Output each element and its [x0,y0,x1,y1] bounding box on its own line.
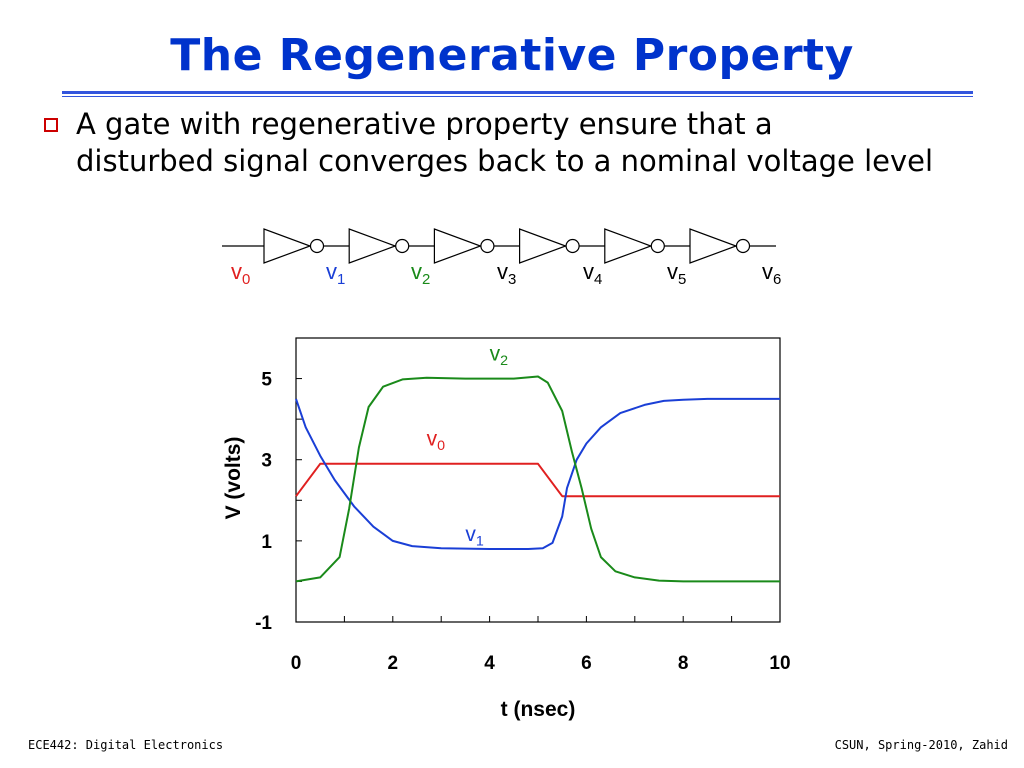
x-tick-label: 6 [581,653,592,674]
series-label-v2: v2 [490,342,509,369]
x-tick-label: 2 [388,653,399,674]
inverter-bubble-3 [480,238,495,254]
series-label-v0: v0 [427,428,446,455]
x-tick-label: 10 [769,653,790,674]
series-line-v1 [295,397,780,550]
x-tick-label: 0 [291,653,302,674]
bullet-line-2: disturbed signal converges back to a nom… [76,144,934,178]
node-label-v4: v4 [583,259,602,288]
inverter-bubble-5 [650,238,665,254]
y-axis-title: V (volts) [222,437,245,520]
title-underline [62,91,973,94]
x-axis-title: t (nsec) [501,698,576,721]
bullet-text: A gate with regenerative property ensure… [76,106,1006,180]
series-line-v2 [295,375,780,583]
node-label-v6: v6 [762,259,781,288]
footer-credit: CSUN, Spring-2010, Zahid [834,738,1008,752]
plot-frame [295,337,781,623]
y-tick-label: 1 [261,532,272,553]
bullet-line-1: A gate with regenerative property ensure… [76,107,773,141]
inverter-bubble-6 [735,238,751,254]
node-label-v0: v0 [231,259,250,288]
inverter-chain-diagram: v0 v1 v2 v3 v4 v5 v6 [222,228,781,288]
bullet-square-icon [44,118,58,132]
inverter-gate-4 [518,228,568,264]
x-tick-label: 4 [484,653,495,674]
slide-title: The Regenerative Property [170,30,854,81]
x-tick-label: 8 [678,653,689,674]
inverter-bubble-1 [309,238,325,254]
node-label-v2: v2 [411,259,430,288]
inverter-gate-2 [348,228,397,264]
inverter-gate-6 [689,228,738,264]
y-tick-label: 5 [261,370,272,391]
node-label-v3: v3 [497,259,516,288]
series-label-v1: v1 [465,523,484,550]
series-line-v0 [295,462,780,498]
inverter-gate-1 [263,228,312,264]
inverter-bubble-4 [565,238,580,254]
y-tick-label: -1 [255,613,272,634]
inverter-gate-3 [433,228,483,264]
inverter-gate-5 [604,228,653,264]
footer-course: ECE442: Digital Electronics [28,738,224,752]
y-tick-label: 3 [261,451,272,472]
inverter-bubble-2 [395,238,410,254]
node-label-v1: v1 [326,259,345,288]
node-label-v5: v5 [667,259,686,288]
title-underline-thin [62,96,973,97]
